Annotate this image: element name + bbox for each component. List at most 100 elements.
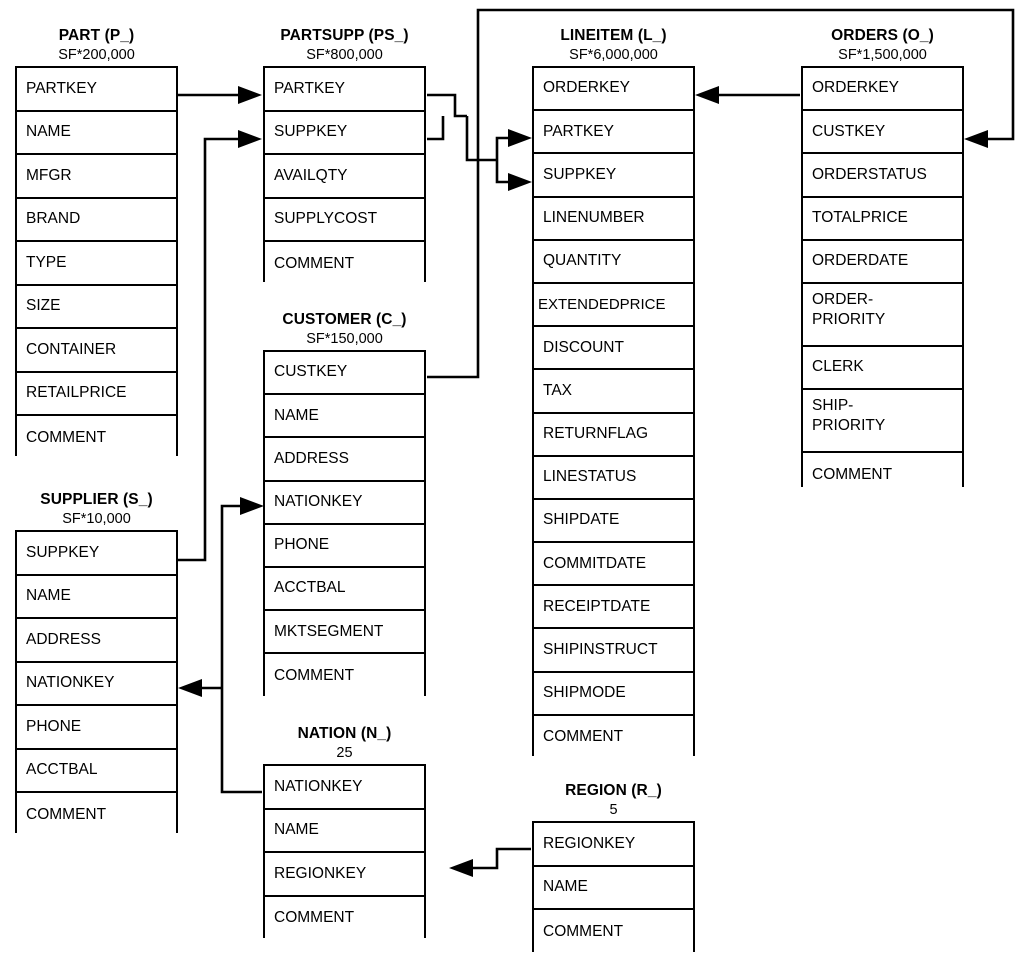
column-row[interactable]: NAME (17, 111, 176, 155)
column-row-orderpriority[interactable]: ORDER- PRIORITY (803, 283, 962, 347)
arrowhead-icon (240, 497, 264, 515)
column-row[interactable]: REGIONKEY (265, 853, 424, 897)
column-row[interactable]: ACCTBAL (265, 567, 424, 612)
column-row[interactable]: NATIONKEY (17, 662, 176, 706)
entity-partsupp-title: PARTSUPP (PS_) (280, 27, 409, 44)
relationship-supplier-partsupp (178, 130, 262, 562)
column-row[interactable]: CONTAINER (17, 329, 176, 373)
entity-nation-title: NATION (N_) (297, 725, 392, 742)
arrowhead-icon (964, 130, 988, 148)
column-row[interactable]: COMMENT (17, 416, 176, 460)
column-row[interactable]: COMMENT (534, 910, 693, 954)
entity-region-title: REGION (R_) (565, 782, 662, 799)
column-row[interactable]: CUSTKEY (803, 111, 962, 155)
column-row[interactable]: PARTKEY (534, 111, 693, 155)
column-row[interactable]: SHIPMODE (534, 672, 693, 716)
column-row[interactable]: TYPE (17, 242, 176, 286)
entity-customer-columns: CUSTKEY NAME ADDRESS NATIONKEY PHONE ACC… (263, 350, 426, 698)
column-row[interactable]: DISCOUNT (534, 327, 693, 371)
column-row[interactable]: SUPPLYCOST (265, 198, 424, 242)
column-row[interactable]: SHIPDATE (534, 499, 693, 544)
column-row[interactable]: SUPPKEY (17, 532, 176, 576)
column-row[interactable]: ADDRESS (17, 619, 176, 663)
column-row[interactable]: COMMENT (265, 654, 424, 698)
column-row[interactable]: ORDERKEY (803, 68, 962, 112)
relationship-part-partsupp (178, 86, 262, 104)
arrowhead-icon (508, 129, 532, 147)
column-row[interactable]: SIZE (17, 285, 176, 329)
arrowhead-icon (238, 86, 262, 104)
column-row-shippriority[interactable]: SHIP- PRIORITY (803, 390, 962, 454)
entity-orders-title: ORDERS (O_) (831, 27, 934, 44)
column-row[interactable]: SUPPKEY (534, 154, 693, 198)
column-row[interactable]: CLERK (803, 346, 962, 391)
column-row[interactable]: ORDERDATE (803, 240, 962, 284)
column-row[interactable]: MKTSEGMENT (265, 611, 424, 655)
column-row[interactable]: CUSTKEY (265, 352, 424, 396)
entity-customer-cardinality: SF*150,000 (306, 331, 383, 347)
arrowhead-icon (238, 130, 262, 148)
column-row[interactable]: COMMENT (265, 242, 424, 286)
column-row[interactable]: NAME (265, 395, 424, 439)
column-row[interactable]: RECEIPTDATE (534, 586, 693, 630)
entity-supplier-cardinality: SF*10,000 (62, 511, 131, 527)
column-label-line-1: SHIP- (812, 397, 854, 415)
entity-orders-columns: ORDERKEY CUSTKEY ORDERSTATUS TOTALPRICE … (801, 66, 964, 497)
column-row[interactable]: ORDERSTATUS (803, 154, 962, 198)
column-row[interactable]: NATIONKEY (265, 481, 424, 525)
column-row[interactable]: ADDRESS (265, 438, 424, 482)
column-row[interactable]: NAME (534, 866, 693, 910)
arrowhead-icon (178, 679, 202, 697)
column-row[interactable]: AVAILQTY (265, 155, 424, 199)
column-row[interactable]: COMMENT (17, 793, 176, 837)
entity-lineitem-title: LINEITEM (L_) (560, 27, 667, 44)
entity-nation-columns: NATIONKEY NAME REGIONKEY COMMENT (263, 764, 426, 940)
relationship-nation-customer-supplier (178, 497, 264, 794)
column-row[interactable]: ACCTBAL (17, 749, 176, 793)
column-row[interactable]: RETAILPRICE (17, 372, 176, 416)
arrowhead-icon (695, 86, 719, 104)
column-row[interactable]: NATIONKEY (265, 766, 424, 810)
entity-nation-cardinality: 25 (336, 745, 353, 761)
entity-region-columns: REGIONKEY NAME COMMENT (532, 821, 695, 954)
column-row[interactable]: PHONE (17, 706, 176, 750)
column-row[interactable]: TOTALPRICE (803, 197, 962, 241)
column-row[interactable]: SUPPKEY (265, 111, 424, 155)
column-label-line-2: PRIORITY (812, 416, 886, 434)
column-row[interactable]: QUANTITY (534, 240, 693, 284)
column-label-line-1: ORDER- (812, 290, 874, 308)
entity-partsupp-columns: PARTKEY SUPPKEY AVAILQTY SUPPLYCOST COMM… (263, 66, 426, 286)
column-row[interactable]: EXTENDEDPRICE (534, 283, 693, 328)
entity-part-cardinality: SF*200,000 (58, 47, 135, 63)
column-row[interactable]: COMMITDATE (534, 543, 693, 587)
column-row[interactable]: PARTKEY (265, 68, 424, 112)
column-row[interactable]: COMMENT (534, 715, 693, 759)
column-row[interactable]: SHIPINSTRUCT (534, 629, 693, 673)
column-row[interactable]: COMMENT (265, 896, 424, 940)
column-row[interactable]: REGIONKEY (534, 823, 693, 867)
column-row[interactable]: MFGR (17, 155, 176, 199)
column-row[interactable]: PARTKEY (17, 68, 176, 112)
entity-supplier-title: SUPPLIER (S_) (40, 491, 153, 508)
column-row[interactable]: ORDERKEY (534, 68, 693, 112)
column-row[interactable]: NAME (17, 575, 176, 619)
entity-customer-title: CUSTOMER (C_) (282, 311, 407, 328)
column-row[interactable]: RETURNFLAG (534, 413, 693, 457)
entity-region-cardinality: 5 (609, 802, 618, 818)
arrowhead-icon (449, 859, 473, 877)
column-row[interactable]: PHONE (265, 524, 424, 568)
column-label-line-2: PRIORITY (812, 310, 886, 328)
entity-supplier-columns: SUPPKEY NAME ADDRESS NATIONKEY PHONE ACC… (15, 530, 178, 837)
column-row[interactable]: LINESTATUS (534, 456, 693, 500)
column-row[interactable]: COMMENT (803, 453, 962, 497)
arrowhead-icon (508, 173, 532, 191)
entity-partsupp-cardinality: SF*800,000 (306, 47, 383, 63)
column-row[interactable]: BRAND (17, 198, 176, 242)
entity-part-columns: PARTKEY NAME MFGR BRAND TYPE SIZE CONTAI… (15, 66, 178, 460)
column-row[interactable]: NAME (265, 809, 424, 853)
column-row[interactable]: LINENUMBER (534, 197, 693, 241)
column-row[interactable]: TAX (534, 370, 693, 414)
relationship-partsupp-lineitem (427, 93, 532, 191)
relationship-region-nation (449, 847, 531, 877)
entity-lineitem-cardinality: SF*6,000,000 (569, 47, 658, 63)
